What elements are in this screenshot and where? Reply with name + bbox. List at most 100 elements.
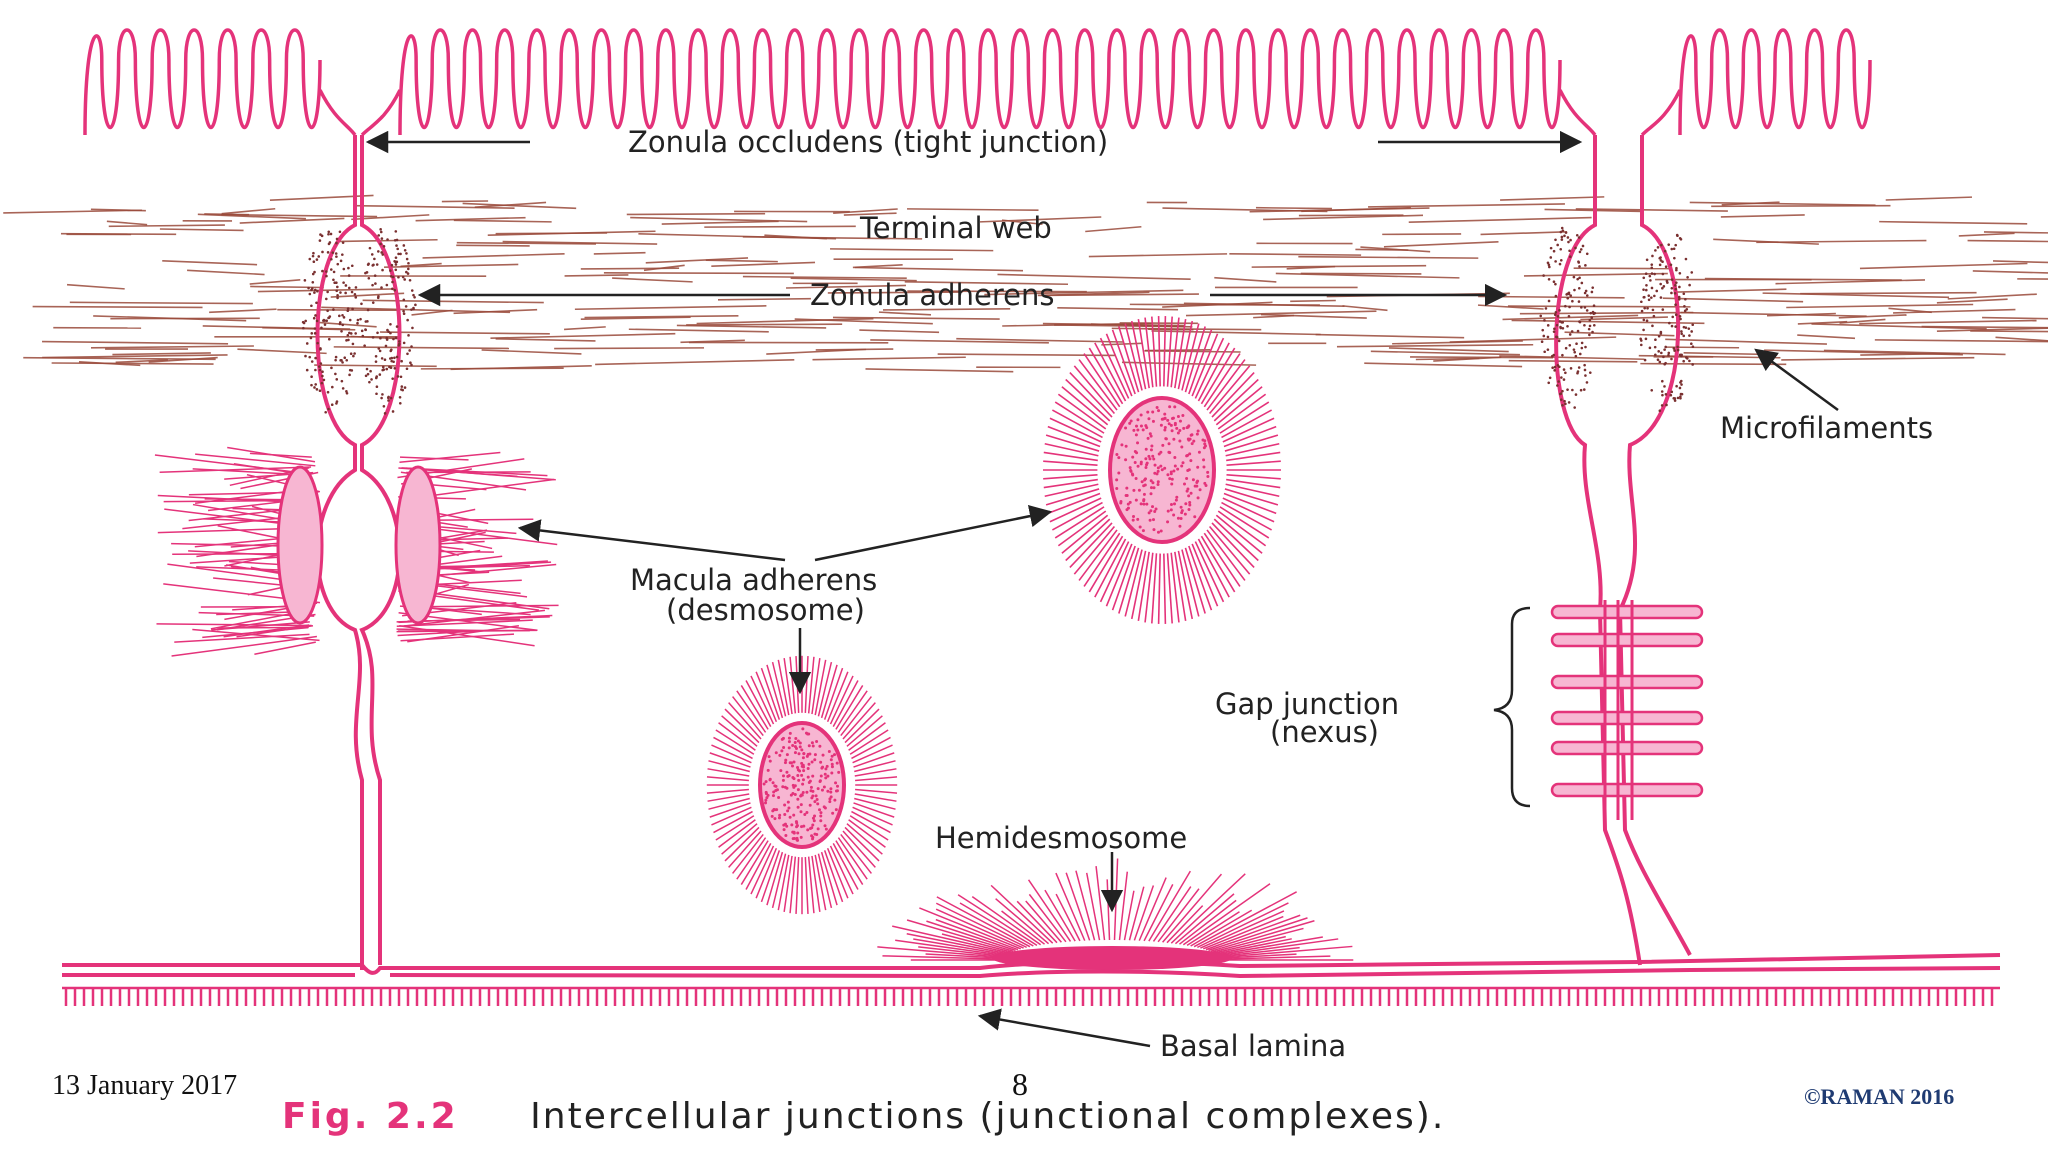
stipple-dot (1566, 324, 1569, 328)
filament-strand (456, 241, 596, 245)
stipple-dot (1659, 256, 1662, 259)
stipple-dot (1688, 283, 1691, 287)
desmosome-ray (1043, 451, 1098, 462)
hemidesmosome-ray (1170, 873, 1246, 944)
stipple-dot (402, 312, 406, 316)
stipple-dot (334, 372, 337, 376)
stipple-dot (353, 352, 356, 355)
plaque-dot (1128, 421, 1132, 425)
stipple-dot (327, 230, 331, 234)
stipple-dot (1672, 397, 1676, 400)
stipple-dot (381, 368, 385, 372)
stipple-dot (1582, 388, 1586, 391)
plaque-dot (1178, 524, 1182, 528)
filament-strand (997, 273, 1191, 281)
stipple-dot (1684, 297, 1687, 301)
stipple-dot (1566, 236, 1570, 239)
desmosome-ray (1105, 333, 1133, 397)
stipple-dot (1661, 379, 1664, 383)
hemidesmosome-ray (1190, 909, 1253, 947)
plaque-dot (767, 755, 771, 759)
plaque-dot (801, 782, 805, 786)
stipple-dot (377, 347, 381, 350)
stipple-dot (383, 358, 387, 361)
stipple-dot (1670, 286, 1674, 290)
stipple-dot (389, 366, 393, 369)
hemidesmosome-ray (1221, 953, 1297, 959)
stipple-dot (323, 323, 327, 326)
plaque-dot (1172, 469, 1176, 473)
filament-strand (786, 284, 906, 289)
plaque-dot (1187, 424, 1191, 428)
stipple-dot (1572, 348, 1576, 351)
stipple-dot (329, 268, 333, 271)
stipple-dot (338, 321, 342, 324)
plaque-dot (1181, 414, 1185, 418)
stipple-dot (304, 354, 307, 358)
hemidesmosome-ray (918, 946, 1004, 958)
plaque-dot (781, 774, 785, 778)
stipple-dot (1690, 271, 1694, 274)
desmosome-ray (1124, 549, 1143, 617)
stipple-dot (1661, 308, 1665, 311)
stipple-dot (1566, 296, 1570, 300)
desmosome-ray (249, 452, 312, 458)
stipple-dot (319, 233, 322, 236)
stipple-dot (406, 318, 409, 322)
plaque-dot (1142, 492, 1146, 496)
desmosome-ray (855, 788, 898, 794)
desmosome-ray (817, 661, 833, 717)
plaque-dot (785, 824, 789, 828)
stipple-dot (392, 360, 395, 364)
filament-strand (870, 339, 1049, 344)
plaque-dot (787, 746, 791, 750)
plaque-dot (1161, 443, 1165, 447)
stipple-dot (330, 366, 333, 370)
desmosome-large (1043, 316, 1281, 624)
stipple-dot (312, 316, 316, 320)
stipple-dot (371, 264, 375, 267)
plaque-dot (786, 809, 790, 813)
plaque-dot (1128, 466, 1132, 470)
plaque-dot (774, 789, 778, 793)
desmosome-ray (715, 729, 755, 755)
filament-strand (711, 261, 816, 267)
desmosome-ray (853, 802, 895, 818)
filament-strand (1676, 288, 1787, 293)
desmosome-ray (1044, 442, 1099, 457)
desmosome-ray (760, 850, 781, 903)
stipple-dot (1667, 243, 1671, 246)
stipple-dot (1648, 274, 1652, 278)
plaque-dot (1139, 462, 1143, 466)
plaque-dot (829, 790, 833, 794)
stipple-dot (1584, 374, 1587, 377)
stipple-dot (1661, 393, 1664, 397)
desmosome-ray (853, 752, 895, 768)
plaque-dot (764, 798, 768, 802)
plaque-dot (818, 779, 822, 783)
plaque-dot (820, 788, 824, 792)
stipple-dot (1667, 351, 1671, 355)
pointer-arrows (365, 130, 1839, 1048)
stipple-dot (402, 298, 406, 302)
desmosome-ray (1073, 365, 1116, 414)
stipple-dot (315, 319, 319, 323)
plaque-dot (811, 789, 815, 793)
plaque-dot (1115, 453, 1119, 457)
stipple-dot (1574, 354, 1578, 358)
desmosome-ray (736, 837, 767, 880)
arrow-macula-right (814, 505, 1053, 562)
stipple-dot (1660, 390, 1664, 393)
plaque-dot (1151, 505, 1155, 509)
plaque-dot (1130, 472, 1134, 476)
plaque-dot (1151, 518, 1155, 522)
plaque-dot (1146, 436, 1150, 440)
desmosome-ray (842, 830, 876, 868)
stipple-dot (397, 342, 401, 346)
stipple-dot (399, 252, 402, 256)
plaque-dot (813, 800, 817, 804)
stipple-dot (1548, 265, 1551, 269)
stipple-dot (308, 355, 312, 359)
stipple-dot (351, 307, 354, 311)
stipple-dot (1650, 296, 1653, 299)
